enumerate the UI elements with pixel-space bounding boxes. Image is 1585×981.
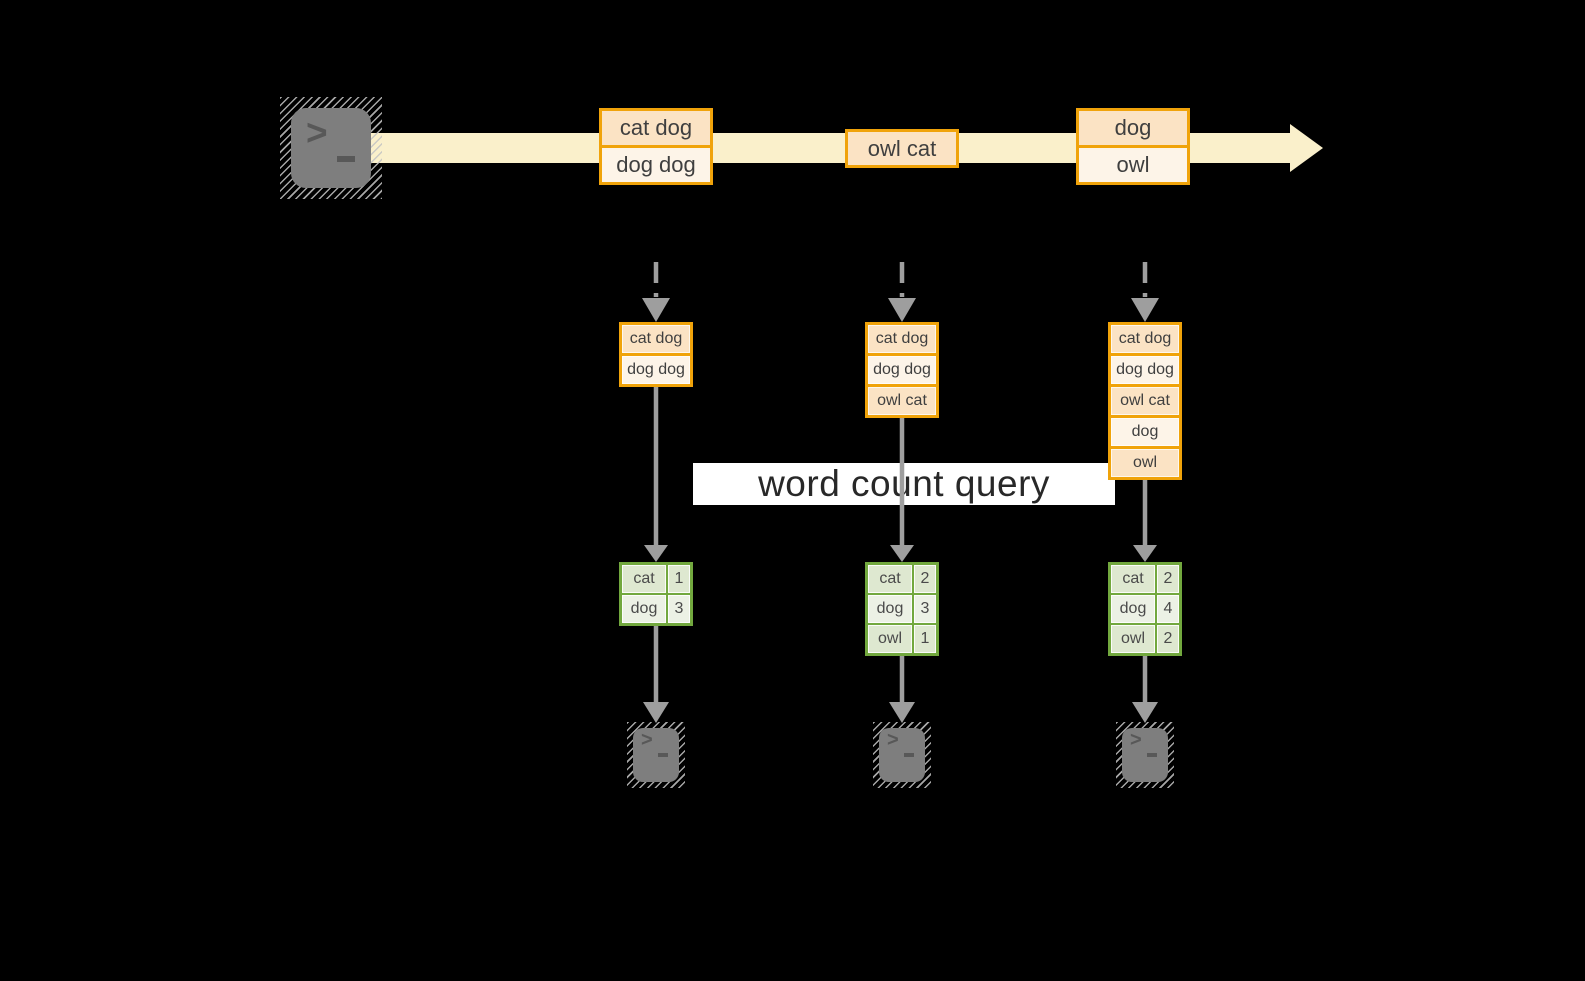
count-table-3: cat 2 dog 4 owl 2	[1108, 562, 1182, 656]
dashed-arrow	[1131, 262, 1159, 322]
query-arrow	[890, 418, 914, 562]
count-value: 3	[668, 595, 690, 623]
count-word: cat	[1111, 565, 1155, 593]
stream-record: owl cat	[845, 129, 959, 168]
count-value: 2	[914, 565, 936, 593]
count-value: 1	[914, 625, 936, 653]
stack-row: cat dog	[622, 325, 690, 353]
terminal-prompt-icon: >	[641, 729, 653, 751]
stack-row: dog dog	[622, 353, 690, 384]
stack-row: dog	[1111, 415, 1179, 446]
micro-batch-stack-1: cat dog dog dog	[619, 322, 693, 387]
count-word: dog	[868, 595, 912, 623]
stack-row: owl	[1111, 446, 1179, 477]
sink-arrow	[643, 626, 669, 723]
count-word: owl	[1111, 625, 1155, 653]
sink-arrow	[1132, 656, 1158, 723]
terminal-cursor-icon	[658, 753, 668, 757]
stream-batch-3: dog owl	[1076, 108, 1190, 185]
terminal-prompt-icon: >	[887, 729, 899, 751]
count-value: 2	[1157, 565, 1179, 593]
terminal-prompt-icon: >	[1130, 729, 1142, 751]
count-value: 1	[668, 565, 690, 593]
stack-row: dog dog	[868, 353, 936, 384]
sink-terminal-icon: >	[627, 722, 685, 788]
source-terminal-icon: >	[280, 97, 382, 199]
terminal-cursor-icon	[1147, 753, 1157, 757]
query-arrow	[644, 387, 668, 562]
count-value: 4	[1157, 595, 1179, 623]
count-word: owl	[868, 625, 912, 653]
stream-record: dog	[1076, 108, 1190, 148]
count-word: cat	[622, 565, 666, 593]
stream-arrowhead-icon	[1290, 124, 1323, 172]
stream-record: dog dog	[599, 145, 713, 185]
stack-row: cat dog	[1111, 325, 1179, 353]
dashed-arrow	[642, 262, 670, 322]
stack-row: owl cat	[1111, 384, 1179, 415]
micro-batch-stack-2: cat dog dog dog owl cat	[865, 322, 939, 418]
count-word: dog	[1111, 595, 1155, 623]
stream-record: owl	[1076, 145, 1190, 185]
count-value: 2	[1157, 625, 1179, 653]
dashed-arrow	[888, 262, 916, 322]
sink-terminal-icon: >	[873, 722, 931, 788]
stack-row: cat dog	[868, 325, 936, 353]
sink-terminal-icon: >	[1116, 722, 1174, 788]
stream-batch-1: cat dog dog dog	[599, 108, 713, 185]
stack-row: dog dog	[1111, 353, 1179, 384]
terminal-screen: >	[879, 728, 925, 782]
terminal-screen: >	[1122, 728, 1168, 782]
count-word: dog	[622, 595, 666, 623]
count-value: 3	[914, 595, 936, 623]
terminal-prompt-icon: >	[306, 112, 328, 153]
stream-batch-2: owl cat	[845, 129, 959, 168]
count-table-2: cat 2 dog 3 owl 1	[865, 562, 939, 656]
terminal-screen: >	[291, 108, 371, 188]
count-word: cat	[868, 565, 912, 593]
query-arrow	[1133, 480, 1157, 562]
count-table-1: cat 1 dog 3	[619, 562, 693, 626]
sink-arrow	[889, 656, 915, 723]
terminal-screen: >	[633, 728, 679, 782]
micro-batch-stack-3: cat dog dog dog owl cat dog owl	[1108, 322, 1182, 480]
terminal-cursor-icon	[904, 753, 914, 757]
terminal-cursor-icon	[337, 156, 355, 162]
stack-row: owl cat	[868, 384, 936, 415]
